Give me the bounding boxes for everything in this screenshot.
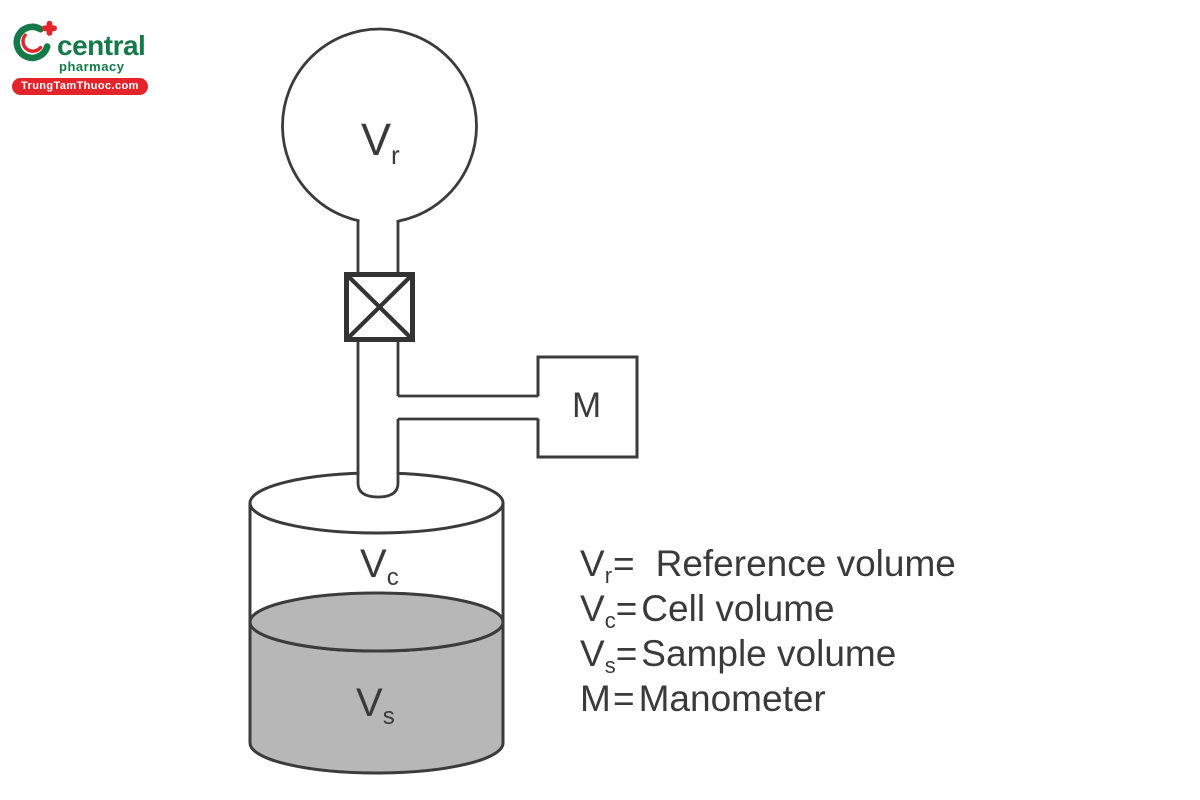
- equals-sign: =: [613, 543, 635, 584]
- label-sample-volume: Vs: [356, 681, 395, 730]
- equals-sign: =: [615, 633, 638, 674]
- vertical-tube: [356, 205, 400, 499]
- logo-website-badge: TrungTamThuoc.com: [12, 78, 148, 96]
- legend-description: Cell volume: [641, 588, 835, 629]
- cylinder-walls: [248, 503, 505, 743]
- label-manometer: M: [572, 386, 601, 425]
- legend-item-cell: Vc=Cell volume: [580, 586, 956, 633]
- label-reference-volume: Vr: [361, 114, 400, 170]
- legend-symbol: M: [580, 678, 611, 719]
- central-pharmacy-icon: [13, 20, 57, 62]
- equals-sign: =: [615, 588, 638, 629]
- logo-subtitle-text: pharmacy: [59, 59, 125, 74]
- legend-symbol: Vr: [580, 543, 613, 588]
- legend-item-reference: Vr= Reference volume: [580, 541, 956, 588]
- legend-description: Manometer: [638, 678, 826, 719]
- legend-description: Sample volume: [641, 633, 897, 674]
- tube-upper-segment: [356, 221, 400, 274]
- logo-brand-text: central: [57, 30, 146, 61]
- label-cell-volume: Vc: [360, 542, 399, 591]
- legend-item-sample: Vs=Sample volume: [580, 631, 956, 678]
- brand-logo: central pharmacy TrungTamThuoc.com: [10, 14, 150, 96]
- tube-fill: [359, 205, 397, 496]
- logo-red-arc: [21, 33, 43, 53]
- manometer-branch-tube: [398, 394, 538, 421]
- logo-green-arc: [13, 23, 51, 62]
- sample-surface-ellipse: [248, 591, 505, 653]
- sample-cell-cylinder: [248, 471, 505, 775]
- legend-description: Reference volume: [655, 543, 956, 584]
- legend: Vr=Reference volume Vc=Cell volume Vs=Sa…: [580, 541, 956, 721]
- valve-icon: [344, 272, 415, 342]
- tube-lower-segment: [356, 340, 400, 499]
- legend-symbol: Vs: [580, 633, 616, 678]
- equals-sign: =: [613, 678, 635, 719]
- logo-plus-icon: [42, 20, 57, 36]
- manometer-box: [536, 355, 639, 459]
- legend-symbol: Vc: [580, 588, 616, 633]
- legend-item-manometer: M=Manometer: [580, 676, 956, 721]
